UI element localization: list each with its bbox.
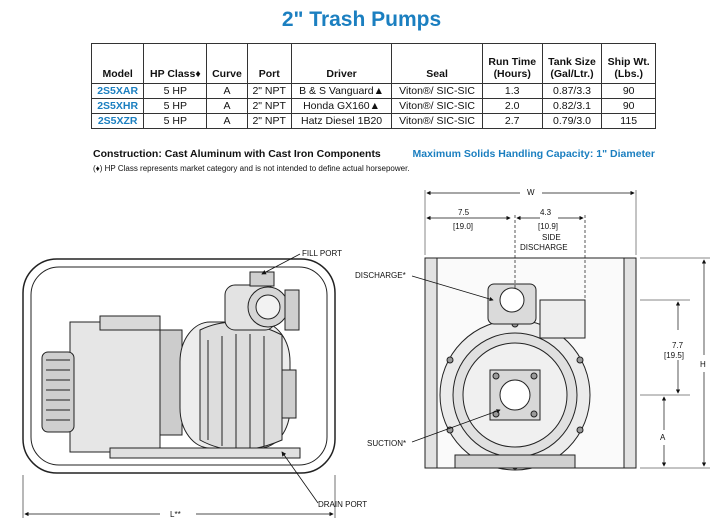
side-discharge-label: DISCHARGE	[520, 243, 568, 252]
cell-model: 2S5XZR	[90, 113, 145, 129]
col-model: Model	[90, 43, 145, 84]
height-label: H	[700, 360, 706, 369]
side-view-drawing	[22, 258, 336, 474]
cell-model: 2S5XHR	[90, 98, 145, 114]
recoil-starter	[41, 351, 75, 433]
table-row: 2S5XZR 5 HP A 2" NPT Hatz Diesel 1B20 Vi…	[90, 113, 656, 129]
page-title: 2" Trash Pumps	[281, 8, 442, 31]
frame-outer	[22, 258, 336, 474]
dim-7-7-label: 7.7	[672, 341, 684, 350]
width-label: W	[527, 188, 535, 197]
col-run-time: Run Time (Hours)	[481, 43, 543, 84]
dim-7-5-label: 7.5	[458, 208, 470, 217]
engine-block	[69, 321, 161, 453]
dim-19-5-label: [19.5]	[664, 351, 684, 360]
col-ship-wt: Ship Wt. (Lbs.)	[601, 43, 656, 84]
solids-capacity-note: Maximum Solids Handling Capacity: 1" Dia…	[412, 148, 655, 160]
cell-tank-size: 0.79/3.0	[541, 113, 603, 129]
cell-seal: Viton®/ SIC-SIC	[391, 113, 483, 129]
cell-run-time: 2.7	[481, 113, 543, 129]
suction-port	[499, 379, 531, 411]
suction-label: SUCTION*	[367, 439, 406, 448]
table-header-row: Model HP Class♦ Curve Port Driver Seal R…	[90, 43, 656, 84]
col-hp-class: HP Class♦	[143, 43, 208, 84]
cell-seal: Viton®/ SIC-SIC	[391, 83, 483, 99]
side-label: SIDE	[542, 233, 561, 242]
col-curve: Curve	[206, 43, 248, 84]
drain-port-label: DRAIN PORT	[318, 500, 367, 509]
hp-class-footnote: (♦) HP Class represents market category …	[93, 164, 410, 173]
cell-hp: 5 HP	[143, 113, 208, 129]
dim-19-0-label: [19.0]	[453, 222, 473, 231]
dim-10-9-label: [10.9]	[538, 222, 558, 231]
discharge-label: DISCHARGE*	[355, 271, 406, 280]
cell-driver: Hatz Diesel 1B20	[290, 113, 393, 129]
cell-model: 2S5XAR	[90, 83, 145, 99]
engine-coupling	[159, 329, 183, 436]
cell-port: 2" NPT	[246, 113, 292, 129]
table-row: 2S5XAR 5 HP A 2" NPT B & S Vanguard▲ Vit…	[90, 83, 656, 99]
fill-port-label: FILL PORT	[302, 249, 342, 258]
col-port: Port	[246, 43, 292, 84]
length-label: L**	[170, 510, 181, 519]
cell-ship-wt: 115	[601, 113, 656, 129]
spec-table: Model HP Class♦ Curve Port Driver Seal R…	[90, 43, 656, 129]
a-dimension-label: A	[660, 433, 666, 442]
construction-note: Construction: Cast Aluminum with Cast Ir…	[93, 148, 381, 160]
frame-inner	[30, 266, 328, 466]
dim-4-3-label: 4.3	[540, 208, 552, 217]
front-view-drawing	[424, 257, 637, 471]
col-tank-size: Tank Size (Gal/Ltr.)	[541, 43, 603, 84]
fill-port-cap	[249, 271, 275, 287]
cell-seal: Viton®/ SIC-SIC	[391, 98, 483, 114]
col-driver: Driver	[290, 43, 393, 84]
cell-hp: 5 HP	[143, 98, 208, 114]
